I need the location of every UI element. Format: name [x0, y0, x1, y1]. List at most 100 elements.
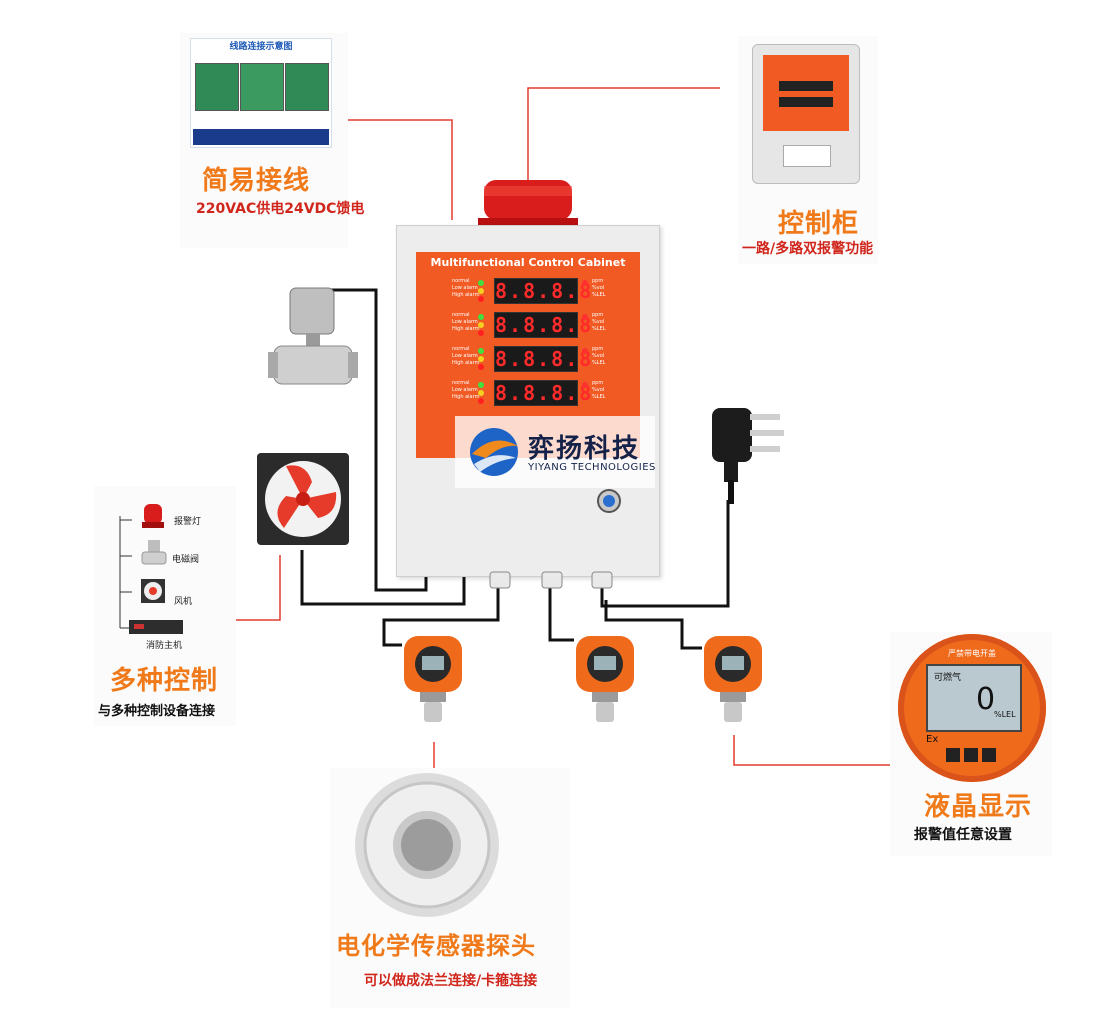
device-label-valve: 电磁阀 — [172, 555, 200, 565]
exhaust-fan-icon — [257, 453, 349, 545]
gas-detector-3-icon — [704, 636, 762, 722]
led-high — [478, 364, 484, 370]
lcd-value: 0 — [976, 682, 996, 717]
led-unit — [582, 280, 588, 286]
wiring-photo-3 — [285, 63, 329, 111]
gas-display-1: 8.8.8.8 — [494, 278, 594, 304]
led-normal — [478, 348, 484, 354]
label-lel: %LEL — [592, 292, 606, 298]
control-cabinet-photo — [752, 44, 860, 184]
label-normal: normal — [452, 312, 470, 318]
lcd-title: 液晶显示 — [924, 792, 1033, 822]
gas-display-3: 8.8.8.8 — [494, 346, 594, 372]
label-high-alarm: High alarm — [452, 360, 480, 366]
label-lel: %LEL — [592, 360, 606, 366]
power-plug-icon — [712, 408, 784, 504]
multi-control-title: 多种控制 — [110, 666, 219, 696]
alarm-lamp-icon — [478, 180, 578, 226]
label-low-alarm: Low alarm — [452, 285, 478, 291]
wiring-title: 简易接线 — [202, 166, 311, 196]
label-ppm: ppm — [592, 312, 604, 318]
lcd-screen: 可燃气 0 %LEL — [926, 664, 1022, 732]
label-high-alarm: High alarm — [452, 292, 480, 298]
label-vol: %vol — [592, 353, 605, 359]
key-switch-icon — [597, 489, 621, 513]
multi-control-card — [94, 486, 236, 726]
label-ppm: ppm — [592, 346, 604, 352]
led-high — [478, 398, 484, 404]
lcd-button-right — [982, 748, 996, 762]
label-high-alarm: High alarm — [452, 326, 480, 332]
led-unit — [582, 382, 588, 388]
fire-host-icon — [129, 620, 183, 634]
wiring-diagram-image: 线路连接示意图 — [190, 38, 332, 148]
led-low — [478, 288, 484, 294]
wiring-photo-2 — [240, 63, 284, 111]
device-label-fan: 风机 — [174, 597, 193, 607]
label-ppm: ppm — [592, 278, 604, 284]
brand-logo-icon — [470, 428, 518, 476]
brand-name-en: YIYANG TECHNOLOGIES — [528, 462, 656, 473]
control-cabinet-title: 控制柜 — [778, 209, 860, 239]
led-unit — [582, 348, 588, 354]
led-normal — [478, 382, 484, 388]
lcd-unit: %LEL — [994, 710, 1016, 719]
lcd-gas-name: 可燃气 — [934, 673, 962, 683]
multi-control-subtitle: 与多种控制设备连接 — [98, 704, 216, 719]
wiring-diagram-title: 线路连接示意图 — [229, 42, 293, 52]
lcd-button-mid — [964, 748, 978, 762]
led-unit — [582, 314, 588, 320]
label-low-alarm: Low alarm — [452, 353, 478, 359]
label-normal: normal — [452, 346, 470, 352]
lcd-top-label: 严禁带电开盖 — [948, 649, 996, 658]
sensor-probe-icon — [355, 773, 499, 917]
fan-small-icon — [141, 579, 165, 603]
gas-detector-2-icon — [576, 636, 634, 722]
label-normal: normal — [452, 380, 470, 386]
label-vol: %vol — [592, 285, 605, 291]
cable-glands — [489, 571, 613, 589]
label-low-alarm: Low alarm — [452, 319, 478, 325]
label-low-alarm: Low alarm — [452, 387, 478, 393]
gas-detector-1-icon — [404, 636, 462, 722]
label-vol: %vol — [592, 319, 605, 325]
led-high — [478, 296, 484, 302]
label-lel: %LEL — [592, 326, 606, 332]
lcd-device: 严禁带电开盖 可燃气 0 %LEL Ex — [898, 634, 1046, 782]
led-normal — [478, 314, 484, 320]
led-low — [478, 390, 484, 396]
gas-display-2: 8.8.8.8 — [494, 312, 594, 338]
lcd-button-left — [946, 748, 960, 762]
label-vol: %vol — [592, 387, 605, 393]
cabinet-panel-title: Multifunctional Control Cabinet — [430, 256, 626, 269]
lcd-ex-mark: Ex — [926, 734, 939, 745]
label-lel: %LEL — [592, 394, 606, 400]
sensor-title: 电化学传感器探头 — [336, 932, 536, 960]
brand-name-cn: 弈扬科技 — [528, 434, 641, 464]
device-label-fire-host: 消防主机 — [146, 641, 183, 651]
solenoid-valve-icon — [268, 287, 358, 385]
gas-display-4: 8.8.8.8 — [494, 380, 594, 406]
wiring-notes — [193, 129, 329, 145]
device-tree-lines — [119, 516, 132, 629]
wiring-photo-1 — [195, 63, 239, 111]
label-normal: normal — [452, 278, 470, 284]
label-ppm: ppm — [592, 380, 604, 386]
led-low — [478, 356, 484, 362]
device-label-alarm-light: 报警灯 — [174, 517, 202, 527]
valve-small-icon — [141, 540, 167, 565]
label-high-alarm: High alarm — [452, 394, 480, 400]
lcd-subtitle: 报警值任意设置 — [914, 827, 1012, 843]
led-high — [478, 330, 484, 336]
wiring-subtitle: 220VAC供电24VDC馈电 — [196, 201, 365, 217]
control-cabinet-subtitle: 一路/多路双报警功能 — [742, 241, 874, 257]
led-normal — [478, 280, 484, 286]
alarm-light-icon — [142, 504, 164, 528]
sensor-subtitle: 可以做成法兰连接/卡箍连接 — [364, 973, 538, 989]
led-low — [478, 322, 484, 328]
